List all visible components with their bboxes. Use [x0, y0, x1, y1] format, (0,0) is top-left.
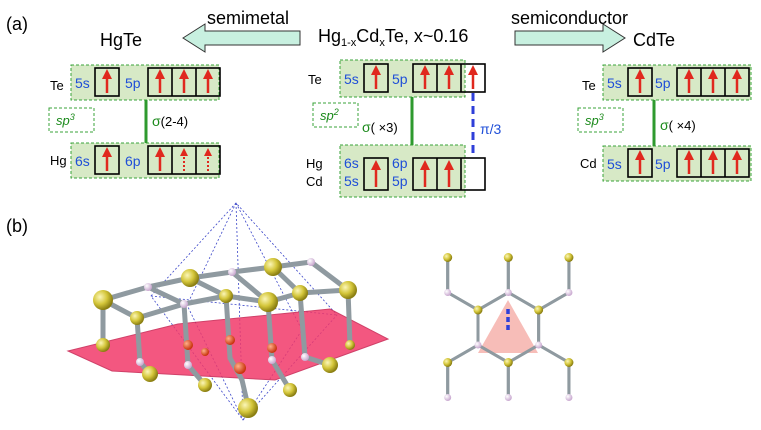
honeycomb-top-view: [443, 253, 574, 401]
cdte-top-p-label: 5p: [655, 75, 671, 91]
panel-b-label: (b): [6, 216, 28, 236]
hg-atom: [444, 394, 452, 401]
te-atom: [564, 253, 574, 262]
hg-atom: [504, 394, 512, 401]
alloy-pi-label: π/3: [480, 121, 502, 137]
hg-atom: [474, 341, 482, 349]
alloy-top-s-label: 5s: [344, 71, 359, 87]
alloy-sigma-label: σ( ×3): [362, 119, 398, 135]
semimetal-label: semimetal: [207, 8, 289, 28]
hgte-top-s-label: 5s: [75, 75, 90, 91]
hgte-hybrid-label: sp3: [56, 112, 75, 128]
semiconductor-label: semiconductor: [511, 8, 628, 28]
te-atom: [443, 253, 453, 262]
alloy-bottom-atom-hg: Hg: [306, 156, 323, 171]
hg-atom: [565, 289, 573, 296]
hgte-top-atom: Te: [50, 78, 64, 93]
alloy-hybrid-label: sp2: [320, 107, 339, 123]
cdte-orbital-diagram: [577, 64, 752, 182]
hg-atom: [504, 289, 512, 296]
alloy-bottom-s-label-1: 6s: [344, 155, 359, 171]
hgte-compound-label: HgTe: [100, 30, 142, 50]
semiconductor-arrow: [514, 23, 626, 53]
hgte-sigma-label: σ(2-4): [152, 113, 188, 129]
alloy-orbital-diagram: [312, 59, 486, 198]
lattice-3d-view: [66, 202, 390, 421]
hgte-bottom-p-label: 6p: [125, 153, 141, 169]
hg-atom: [535, 341, 543, 349]
te-atom: [503, 358, 513, 367]
cdte-sigma-label: σ( ×4): [660, 117, 696, 133]
te-atom: [443, 358, 453, 367]
cdte-hybrid-label: sp3: [585, 112, 604, 128]
cdte-compound-label: CdTe: [633, 30, 675, 50]
te-atom: [473, 305, 483, 315]
cdte-bottom-atom: Cd: [580, 156, 597, 171]
semimetal-arrow: [182, 23, 301, 53]
alloy-bottom-p-label-1: 6p: [392, 155, 408, 171]
panel-a-label: (a): [6, 14, 28, 34]
alloy-bottom-atom-cd: Cd: [306, 174, 323, 189]
alloy-top-p-label: 5p: [392, 71, 408, 87]
cdte-bottom-p-label: 5p: [655, 156, 671, 172]
cdte-bottom-s-label: 5s: [607, 156, 622, 172]
alloy-bottom-s-label-2: 5s: [344, 173, 359, 189]
hg-atom: [565, 394, 573, 401]
hgte-bottom-s-label: 6s: [75, 153, 90, 169]
hgte-bottom-atom: Hg: [50, 153, 67, 168]
cdte-top-s-label: 5s: [607, 75, 622, 91]
te-atom: [564, 358, 574, 367]
alloy-title: Hg1-xCdxTe, x~0.16: [318, 26, 468, 49]
te-atom: [503, 253, 513, 262]
hgte-top-p-label: 5p: [125, 75, 141, 91]
hgte-orbital-diagram: [48, 64, 221, 179]
cdte-top-atom: Te: [582, 78, 596, 93]
te-atom: [534, 305, 544, 315]
alloy-top-atom: Te: [308, 72, 322, 87]
alloy-bottom-p-label-2: 5p: [392, 173, 408, 189]
hg-atom: [444, 289, 452, 296]
